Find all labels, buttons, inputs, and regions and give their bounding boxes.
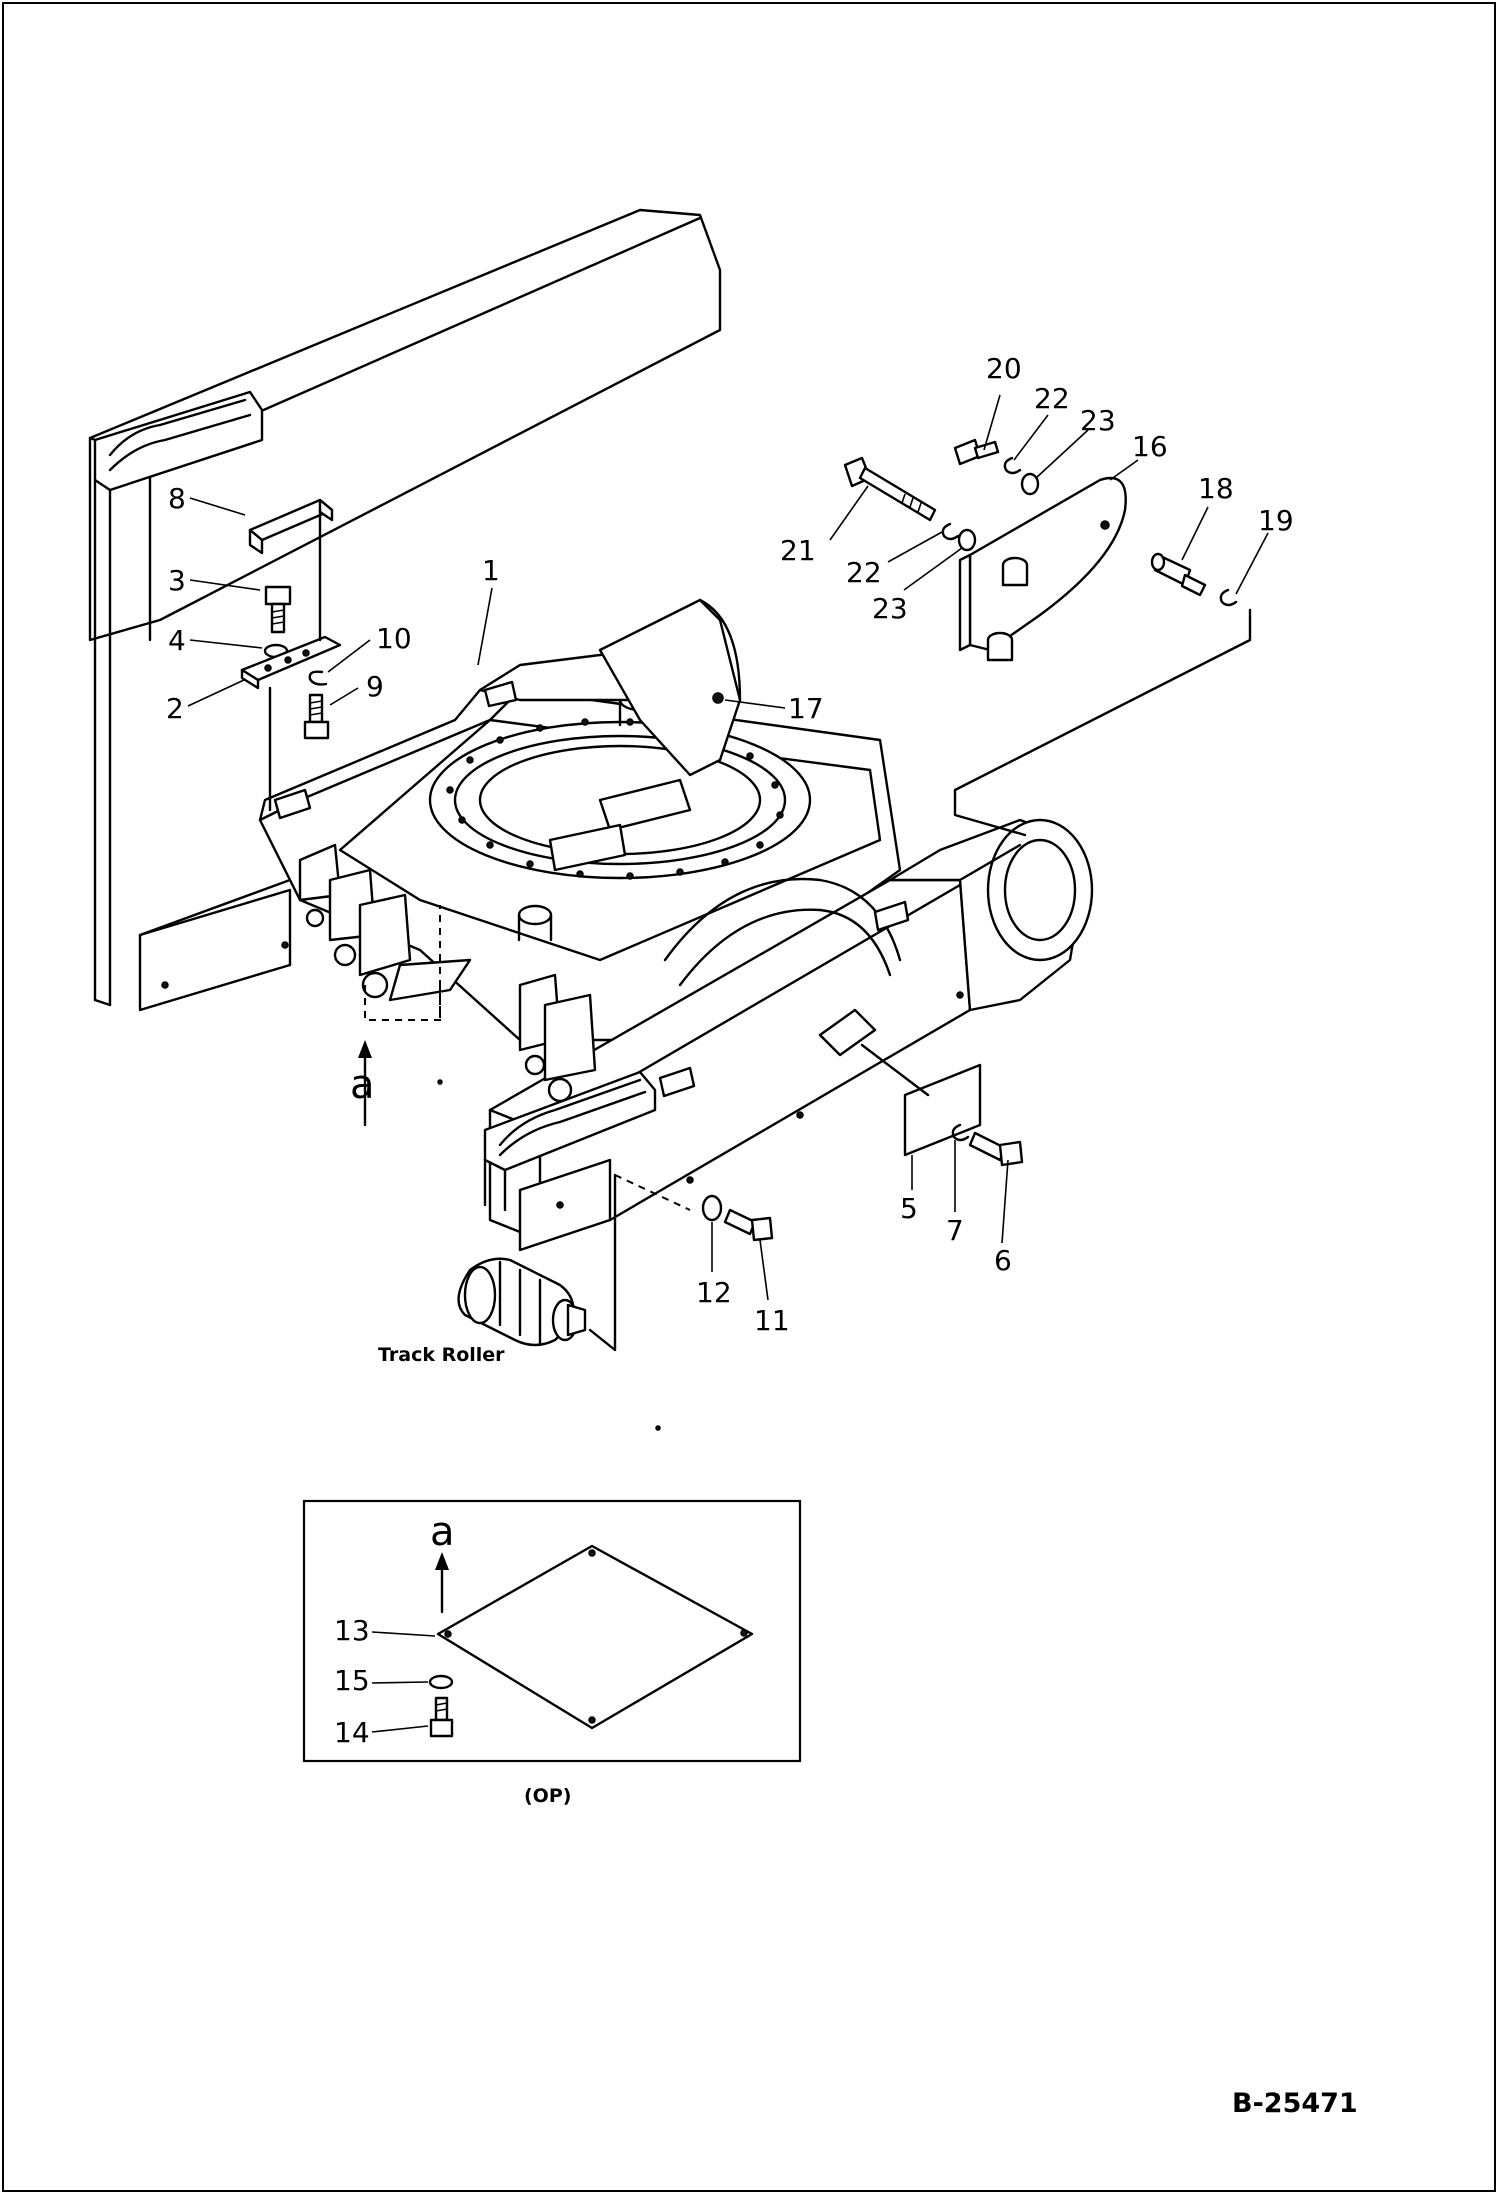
callout-10: 10: [376, 622, 412, 655]
callout-20: 20: [986, 352, 1022, 385]
callout-6: 6: [994, 1244, 1012, 1277]
callout-22-lower: 22: [846, 556, 882, 589]
track-frame: [88, 208, 1094, 1252]
part-23-washer-lower: [957, 528, 977, 552]
inset-view-a: [302, 1499, 802, 1763]
part-15-washer: [428, 1674, 454, 1690]
part-9-bolt: [303, 693, 330, 740]
callout-12: 12: [696, 1276, 732, 1309]
callout-16: 16: [1132, 430, 1168, 463]
callout-22-upper: 22: [1034, 382, 1070, 415]
part-21-longbolt: [843, 456, 937, 522]
drawing-code: B-25471: [1232, 2088, 1358, 2119]
callout-23-upper: 23: [1080, 404, 1116, 437]
part-22-washer-upper: [1003, 456, 1022, 475]
part-20-bolt: [953, 438, 1000, 466]
part-7-lockwasher: [951, 1123, 970, 1142]
part-6-bolt: [968, 1131, 1024, 1167]
part-10-lockwasher: [308, 670, 328, 686]
callout-5: 5: [900, 1192, 918, 1225]
callout-15: 15: [334, 1664, 370, 1697]
part-11-bolt: [723, 1208, 774, 1242]
callout-17: 17: [788, 692, 824, 725]
part-5-cover: [903, 1063, 982, 1157]
part-2-plate: [240, 635, 342, 690]
part-12-washer: [701, 1194, 723, 1222]
callout-2: 2: [166, 692, 184, 725]
callout-4: 4: [168, 624, 186, 657]
callout-19: 19: [1258, 504, 1294, 537]
callout-13: 13: [334, 1614, 370, 1647]
callout-23-lower: 23: [872, 592, 908, 625]
callout-18: 18: [1198, 472, 1234, 505]
callout-7: 7: [946, 1214, 964, 1247]
callout-21: 21: [780, 534, 816, 567]
callout-3: 3: [168, 564, 186, 597]
part-22-washer-lower: [941, 522, 960, 541]
callout-8: 8: [168, 482, 186, 515]
part-18-stud: [1150, 552, 1207, 597]
track-roller: [457, 1257, 587, 1347]
callout-9: 9: [366, 670, 384, 703]
callout-1: 1: [482, 554, 500, 587]
track-roller-label: Track Roller: [378, 1344, 505, 1366]
part-14-bolt: [429, 1696, 454, 1738]
part-3-bolt: [264, 585, 292, 634]
part-16-cover: [958, 476, 1127, 662]
callout-11: 11: [754, 1304, 790, 1337]
inset-caption: (OP): [524, 1785, 571, 1807]
callout-labels: 8 3 4 2 10 9 1 17 20 22 23 16 18 19 21 2…: [166, 352, 1294, 1749]
leader-lines: [268, 508, 1252, 1352]
part-23-washer-upper: [1020, 472, 1040, 496]
part-19-snapring: [1219, 588, 1238, 607]
callout-14: 14: [334, 1716, 370, 1749]
view-arrow-label: a: [350, 1062, 375, 1108]
callout-leaders: [187, 394, 1269, 1301]
part-8-guard: [248, 498, 334, 555]
inset-view-label: a: [430, 1509, 455, 1555]
